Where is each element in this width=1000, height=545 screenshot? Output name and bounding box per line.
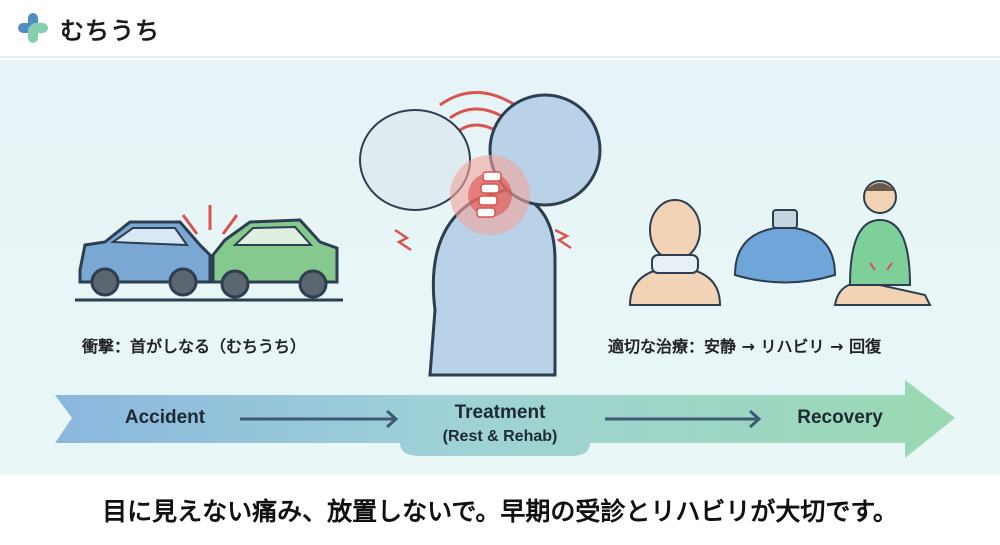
treatment-caption: 適切な治療：安静 → リハビリ → 回復 (608, 337, 882, 356)
flow-step-treatment-sub: (Rest & Rehab) (442, 428, 558, 445)
cross-logo-icon (18, 13, 48, 43)
car-crash-illustration (75, 205, 343, 302)
flow-step-treatment: Treatment (454, 402, 546, 423)
impact-caption: 衝撃：首がしなる（むちうち） (82, 337, 307, 356)
footer-message: 目に見えない痛み、放置しないで。早期の受診とリハビリが大切です。 (0, 475, 1000, 545)
brand-name: むちうち (60, 16, 160, 45)
progress-flow-arrow (55, 380, 955, 458)
app-header: むちうち (0, 0, 1000, 58)
flow-step-recovery: Recovery (797, 407, 883, 428)
whiplash-person-illustration (359, 91, 602, 377)
flow-step-accident: Accident (124, 407, 206, 428)
treatment-items-illustration (628, 180, 932, 306)
